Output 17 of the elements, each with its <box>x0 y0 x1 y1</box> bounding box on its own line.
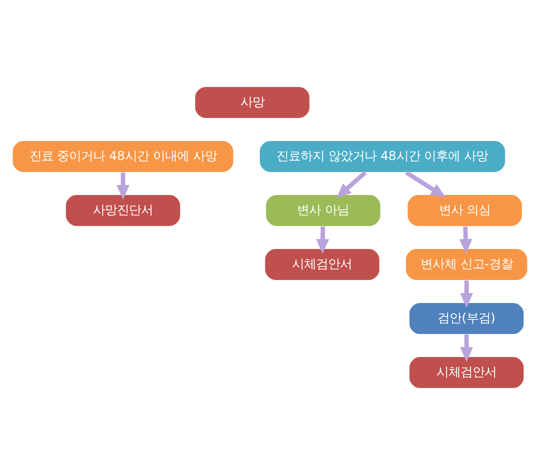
arrow <box>316 226 330 254</box>
arrow <box>460 334 474 362</box>
node-box: 시체검안서 <box>264 248 380 280</box>
node-box: 검안(부검) <box>408 302 525 334</box>
node-box: 사망 <box>194 86 310 118</box>
node-box: 진료 중이거나 48시간 이내에 사망 <box>12 140 234 172</box>
arrow <box>116 172 130 200</box>
node-box: 변사 아님 <box>265 194 382 226</box>
node-box: 사망진단서 <box>65 194 182 226</box>
arrow <box>460 280 474 308</box>
node-box: 시체검안서 <box>408 356 525 388</box>
node-box: 진료하지 않았거나 48시간 이후에 사망 <box>258 140 506 172</box>
arrow <box>405 170 446 197</box>
arrow <box>336 170 367 198</box>
node-box: 변사체 신고-경찰 <box>405 248 528 280</box>
arrow <box>459 226 472 254</box>
node-box: 변사 의심 <box>406 194 523 226</box>
